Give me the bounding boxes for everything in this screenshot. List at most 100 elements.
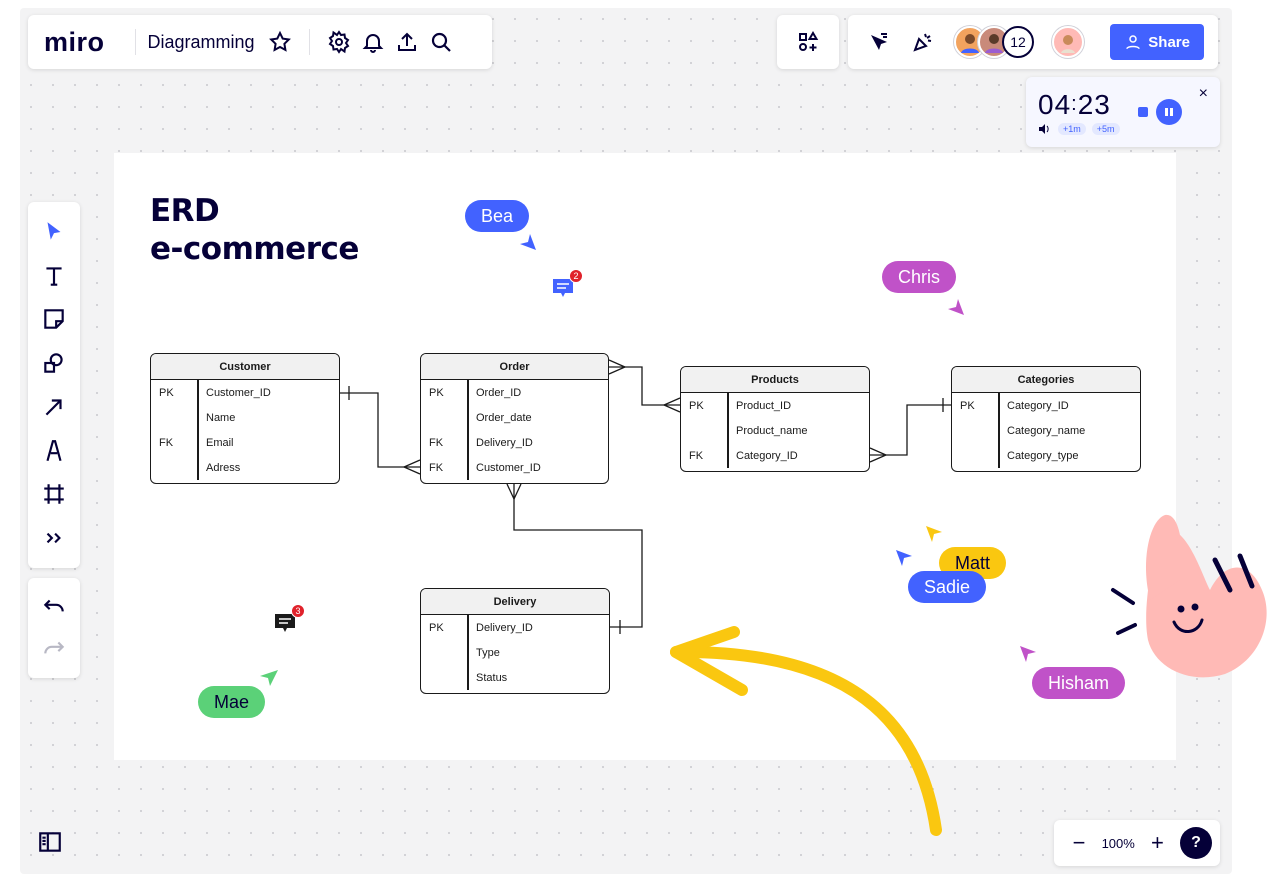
many-marker	[608, 359, 627, 375]
timer-widget: 04:23 +1m +5m ×	[1026, 77, 1220, 147]
apps-icon[interactable]	[791, 25, 825, 59]
user-icon	[1126, 35, 1141, 50]
cursor-label-mae: Mae	[198, 686, 266, 718]
timer-separator: :	[1071, 93, 1078, 115]
bell-icon[interactable]	[356, 25, 390, 59]
entity-row: Category_name	[1007, 424, 1086, 437]
text-tool-icon[interactable]	[35, 257, 73, 295]
close-icon[interactable]: ×	[1198, 85, 1208, 102]
entity-row: Category_type	[1007, 449, 1079, 462]
comment-marker[interactable]: 3	[273, 604, 305, 634]
erd-title-line2: e-commerce	[150, 231, 359, 267]
cursor-arrow-icon	[260, 670, 278, 686]
select-tool-icon[interactable]	[35, 213, 73, 251]
cursor-label-sadie: Sadie	[908, 571, 987, 603]
yellow-arrow-head	[670, 626, 748, 696]
entity-name: Categories	[952, 367, 1140, 393]
settings-icon[interactable]	[322, 25, 356, 59]
avatar[interactable]	[1052, 26, 1084, 58]
apps-panel	[777, 15, 839, 69]
cursor-arrow-icon	[896, 550, 912, 566]
star-icon[interactable]	[263, 25, 297, 59]
cursor-arrow-icon	[520, 234, 536, 250]
cursor-arrow-icon	[948, 299, 964, 315]
entity-name: Customer	[151, 354, 339, 380]
connector-order-delivery[interactable]	[513, 484, 643, 628]
many-marker	[402, 459, 421, 475]
upload-icon[interactable]	[390, 25, 424, 59]
collaborator-count[interactable]: 12	[1002, 26, 1034, 58]
arrow-tool-icon[interactable]	[35, 388, 73, 426]
volume-icon[interactable]	[1038, 123, 1052, 135]
entity-name: Order	[421, 354, 608, 380]
timer-seconds: 23	[1077, 89, 1111, 120]
divider	[308, 29, 310, 55]
cursor-label-hisham: Hisham	[1032, 667, 1126, 699]
undo-icon[interactable]	[35, 588, 73, 626]
entity-name: Products	[681, 367, 869, 393]
entity-row: Adress	[206, 461, 241, 474]
add-5-minutes-button[interactable]: +5m	[1091, 123, 1120, 135]
timer-display: 04:23	[1038, 89, 1111, 121]
pen-tool-icon[interactable]	[35, 432, 73, 470]
board-title[interactable]: Diagramming	[147, 31, 255, 52]
zoom-in-button[interactable]: +	[1150, 830, 1164, 855]
search-icon[interactable]	[424, 25, 458, 59]
stop-icon[interactable]	[1138, 107, 1148, 117]
redo-icon[interactable]	[35, 630, 73, 668]
sticky-note-icon[interactable]	[35, 300, 73, 338]
many-marker	[869, 447, 888, 463]
celebrate-icon[interactable]	[906, 25, 940, 59]
comment-marker[interactable]: 2	[551, 269, 583, 299]
frame-tool-icon[interactable]	[35, 475, 73, 513]
zoom-out-button[interactable]: −	[1072, 830, 1086, 855]
more-tools-icon[interactable]	[35, 519, 73, 557]
comment-count-badge: 2	[569, 269, 583, 283]
entity-row: Order_date	[476, 411, 532, 424]
comment-count-badge: 3	[291, 604, 305, 618]
divider	[134, 29, 136, 55]
many-marker	[662, 397, 681, 413]
top-bar: miro Diagramming	[28, 15, 492, 69]
avatar[interactable]	[954, 26, 986, 58]
erd-title-line1: ERD	[150, 193, 220, 229]
sidebar-toggle-icon[interactable]	[30, 822, 70, 862]
entity-row: Type	[476, 646, 500, 659]
connector-products-categories[interactable]	[870, 404, 951, 456]
share-label: Share	[1148, 33, 1190, 51]
share-button[interactable]: Share	[1110, 24, 1204, 60]
connector-customer-order[interactable]	[340, 392, 420, 468]
help-button[interactable]: ?	[1179, 827, 1212, 859]
ok-hand-sticker[interactable]	[1111, 514, 1267, 678]
many-marker	[506, 483, 522, 501]
connector-order-products[interactable]	[609, 366, 680, 406]
zoom-level[interactable]: 100%	[1101, 835, 1135, 851]
erd-title[interactable]: ERD e-commerce	[150, 192, 359, 268]
entity-row: Product_name	[736, 424, 808, 437]
miro-logo[interactable]: miro	[44, 26, 105, 57]
shapes-icon[interactable]	[35, 344, 73, 382]
cursor-arrow-icon	[926, 526, 942, 542]
cursor-arrow-icon	[1020, 646, 1036, 662]
pause-icon[interactable]	[1156, 99, 1182, 125]
left-toolbar	[28, 202, 80, 568]
entity-name: Delivery	[421, 589, 609, 615]
entity-row: Status	[476, 671, 508, 684]
add-1-minute-button[interactable]: +1m	[1058, 123, 1086, 135]
cursor-filter-icon[interactable]	[862, 25, 896, 59]
yellow-arrow-drawing[interactable]	[670, 645, 942, 836]
